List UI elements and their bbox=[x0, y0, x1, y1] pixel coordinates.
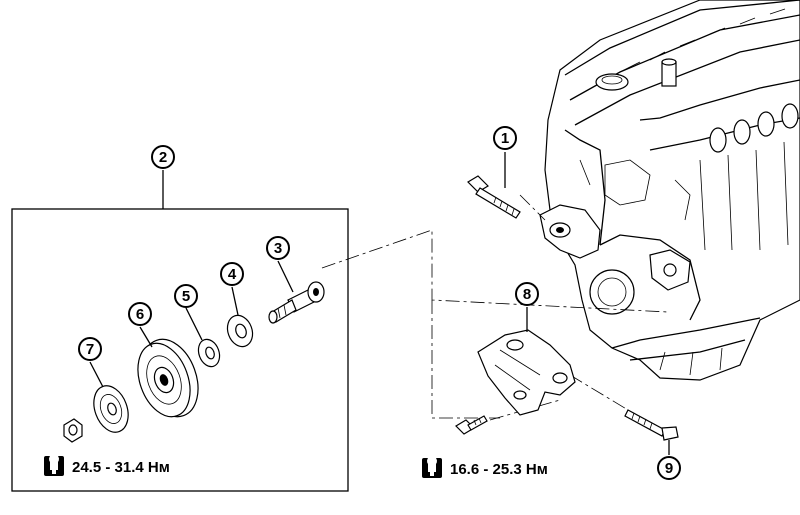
assembly-box bbox=[11, 170, 349, 492]
svg-text:3: 3 bbox=[274, 240, 282, 257]
svg-text:5: 5 bbox=[182, 288, 190, 305]
svg-text:7: 7 bbox=[86, 341, 94, 358]
washer-part-4 bbox=[226, 286, 254, 348]
callout-6: 6 bbox=[128, 302, 152, 326]
svg-text:8: 8 bbox=[523, 286, 531, 303]
svg-text:16.6 - 25.3 Нм: 16.6 - 25.3 Нм bbox=[450, 461, 548, 478]
callout-9: 9 bbox=[657, 456, 681, 480]
callout-2: 2 bbox=[151, 145, 175, 169]
svg-text:24.5 - 31.4 Нм: 24.5 - 31.4 Нм bbox=[72, 459, 170, 476]
callout-4: 4 bbox=[220, 262, 244, 286]
callout-8: 8 bbox=[515, 282, 539, 306]
svg-text:2: 2 bbox=[159, 149, 167, 166]
svg-text:9: 9 bbox=[665, 460, 673, 477]
torque-label-left: 24.5 - 31.4 Нм bbox=[44, 454, 170, 476]
bolt-part-9 bbox=[624, 409, 679, 455]
callout-1: 1 bbox=[493, 126, 517, 150]
svg-text:1: 1 bbox=[501, 130, 509, 147]
svg-text:6: 6 bbox=[136, 306, 144, 323]
bearing-part-5 bbox=[185, 307, 221, 368]
svg-text:4: 4 bbox=[228, 266, 237, 283]
callout-5: 5 bbox=[174, 284, 198, 308]
torque-label-right: 16.6 - 25.3 Нм bbox=[422, 456, 548, 478]
bolt-part-1 bbox=[467, 152, 521, 219]
callout-3: 3 bbox=[266, 236, 290, 260]
torque-wrench-icon bbox=[422, 456, 442, 478]
callout-7: 7 bbox=[78, 337, 102, 361]
bracket-part-8 bbox=[477, 307, 576, 416]
small-bolt bbox=[455, 415, 488, 435]
nut bbox=[63, 418, 83, 443]
pulley-shaft-part-3 bbox=[268, 260, 325, 324]
engine-block bbox=[539, 0, 800, 381]
pulley-part-6 bbox=[137, 326, 199, 418]
torque-wrench-icon bbox=[44, 454, 64, 476]
flat-washer-part-7 bbox=[89, 361, 129, 433]
